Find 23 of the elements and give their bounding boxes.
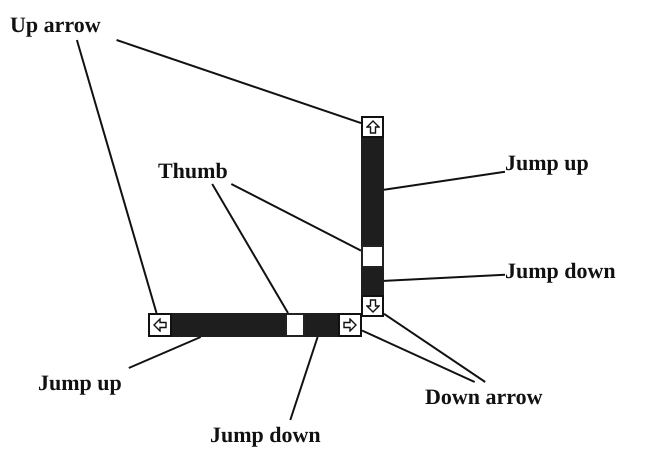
scroll-button [361, 295, 384, 317]
leader-line [384, 274, 506, 282]
leader-line [362, 330, 476, 383]
part-label: Up arrow [10, 10, 135, 40]
part-label: Jump up [38, 368, 150, 398]
scroll-button [361, 116, 384, 138]
leader-line [384, 170, 506, 191]
leader-line [383, 312, 486, 383]
leader-line [211, 184, 289, 314]
part-label: Jump up [505, 148, 623, 178]
leader-line [116, 39, 362, 124]
part-label: Thumb [158, 156, 250, 184]
leader-line [230, 183, 362, 252]
scroll-thumb [285, 313, 305, 337]
leader-line [128, 336, 202, 369]
part-label: Jump down [505, 256, 655, 286]
leader-line [76, 40, 158, 314]
scroll-thumb [361, 245, 384, 268]
scroll-button [148, 313, 172, 337]
part-label: Jump down [210, 420, 360, 452]
part-label: Down arrow [425, 382, 590, 412]
scroll-button [338, 313, 362, 337]
leader-line [289, 336, 319, 420]
